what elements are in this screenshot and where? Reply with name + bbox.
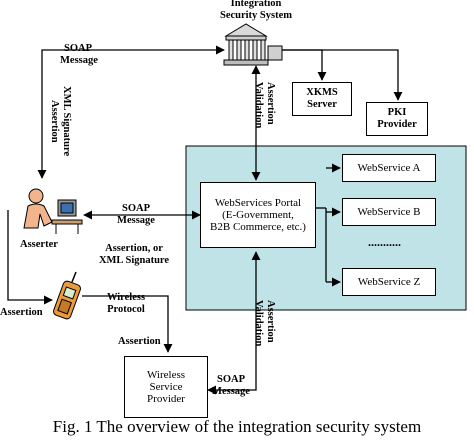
figure-caption: Fig. 1 The overview of the integration s…: [52, 417, 422, 436]
aox-line1: Assertion, or: [105, 243, 163, 254]
xkms-server-box: XKMS Server: [292, 82, 352, 116]
av-top-line2: Validation: [253, 82, 264, 129]
mobile-phone-icon: [53, 271, 81, 320]
webservice-a-box: WebService A: [342, 154, 436, 182]
xkms-line1: XKMS: [306, 87, 338, 98]
edge-integration-xkms: [282, 49, 327, 81]
av-top-line1: Assertion: [265, 82, 276, 125]
assertion-or-xml-label: Assertion, or XML Signature: [90, 243, 178, 267]
portal-line2: (E-Government,: [222, 209, 294, 221]
soap-message-bottom-label: SOAP Message: [206, 374, 256, 398]
soap-mid-line2: Message: [117, 215, 155, 226]
wsp-line2: Service: [149, 381, 183, 393]
soap-bottom-line2: Message: [212, 386, 250, 397]
building-icon: [223, 23, 283, 66]
wsp-line3: Provider: [147, 393, 185, 405]
soap-mid-line1: SOAP: [121, 203, 150, 214]
portal-line3: B2B Commerce, etc.): [210, 221, 306, 233]
wp-line1: Wireless: [106, 292, 146, 303]
assertion-validation-bottom-label: Assertion Validation: [252, 300, 276, 346]
webservice-z-box: WebService Z: [342, 268, 436, 296]
wsp-line1: Wireless: [146, 369, 186, 381]
xml-signature-assertion-label: XML Signature Assertion: [48, 86, 72, 156]
assertion-left-label: Assertion: [0, 307, 43, 318]
xkms-line2: Server: [307, 99, 337, 110]
aox-line2: XML Signature: [98, 255, 170, 266]
edge-integration-asserter: [37, 45, 225, 179]
wireless-provider-box: Wireless Service Provider: [124, 356, 208, 418]
wp-line2: Protocol: [107, 304, 145, 315]
soap-top-line2: Message: [60, 55, 98, 66]
xml-sig-line1: XML Signature: [61, 86, 72, 157]
services-ellipsis: ...........: [368, 235, 401, 249]
pki-line1: PKI: [387, 107, 407, 118]
webservices-portal-box: WebServices Portal (E-Government, B2B Co…: [200, 182, 316, 248]
asserter-label: Asserter: [20, 239, 58, 250]
edge-phone-provider: [82, 295, 173, 353]
edge-integration-pki: [282, 49, 403, 101]
integration-label-line1: Integration: [230, 0, 282, 9]
portal-line1: WebServices Portal: [214, 197, 302, 209]
person-computer-icon: [20, 188, 83, 234]
edge-asserter-phone: [7, 210, 53, 305]
av-bottom-line1: Assertion: [265, 300, 276, 343]
soap-bottom-line1: SOAP: [216, 374, 245, 385]
webservice-b-box: WebService B: [342, 198, 436, 226]
pki-provider-box: PKI Provider: [366, 102, 428, 136]
integration-label-line2: Security System: [219, 10, 293, 21]
soap-message-top-label: SOAP Message: [60, 43, 98, 67]
xml-sig-line2: Assertion: [49, 100, 60, 143]
assertion-validation-top-label: Assertion Validation: [252, 82, 276, 128]
av-bottom-line2: Validation: [253, 300, 264, 347]
integration-security-label: Integration Security System: [206, 0, 306, 22]
soap-message-mid-label: SOAP Message: [106, 203, 166, 227]
assertion-mid-label: Assertion: [118, 336, 161, 347]
wireless-protocol-label: Wireless Protocol: [98, 292, 154, 316]
pki-line2: Provider: [377, 119, 417, 130]
edge-provider-portal: [207, 251, 261, 395]
soap-top-line1: SOAP: [64, 43, 93, 54]
